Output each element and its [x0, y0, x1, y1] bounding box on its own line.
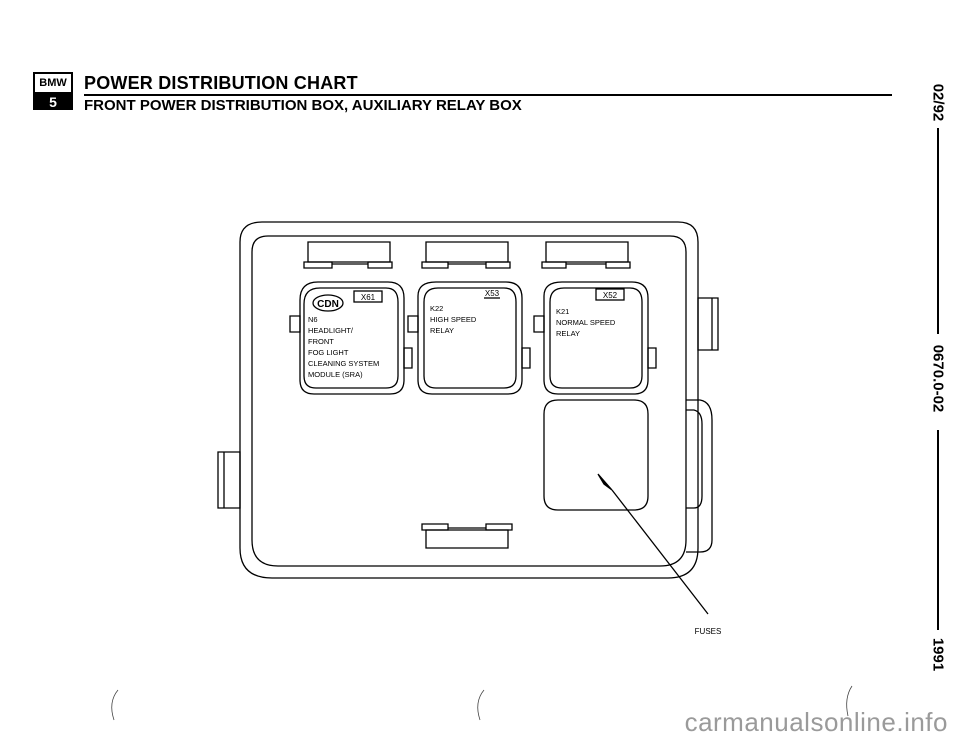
connector-x52-label: X52 [603, 291, 618, 300]
bottom-latch [421, 523, 513, 549]
scan-mark [477, 689, 485, 721]
left-socket-line-4: FOG LIGHT [308, 348, 349, 357]
top-latch-left [303, 241, 393, 269]
scan-mark [111, 689, 119, 721]
socket-left [289, 281, 413, 395]
fuse-block [543, 399, 649, 511]
scan-mark [846, 685, 853, 717]
middle-socket-line-3: RELAY [430, 326, 454, 335]
left-socket-line-2: HEADLIGHT/ [308, 326, 354, 335]
left-side-tab [217, 451, 241, 509]
connector-x61-box [353, 290, 383, 303]
logo-bmw-text: BMW [35, 74, 71, 94]
left-socket-line-3: FRONT [308, 337, 334, 346]
connector-x61-label: X61 [361, 293, 376, 302]
middle-socket-line-2: HIGH SPEED [430, 315, 477, 324]
left-socket-line-1: N6 [308, 315, 318, 324]
logo-series-number: 5 [35, 94, 71, 110]
right-socket-line-2: NORMAL SPEED [556, 318, 616, 327]
connector-x53-label: X53 [485, 289, 500, 298]
socket-middle [407, 281, 531, 395]
top-latch-right [541, 241, 631, 269]
watermark: carmanualsonline.info [684, 707, 948, 737]
middle-socket-line-1: K22 [430, 304, 443, 313]
connector-x52-box [595, 288, 625, 301]
cdn-badge-text: CDN [317, 299, 339, 310]
side-rule-top [937, 128, 939, 334]
page-subtitle: FRONT POWER DISTRIBUTION BOX, AUXILIARY … [84, 97, 522, 114]
right-side-tab [697, 297, 719, 351]
socket-right [533, 281, 657, 395]
housing-outer-outline [239, 221, 699, 579]
bmw-5-series-logo: BMW 5 [33, 72, 73, 110]
left-socket-line-6: MODULE (SRA) [308, 370, 363, 379]
fuses-leader-line [611, 489, 709, 615]
cdn-badge-outline [312, 294, 344, 312]
side-rule-bottom [937, 430, 939, 630]
header-rule [84, 94, 892, 96]
right-rail [686, 399, 713, 553]
page-title: POWER DISTRIBUTION CHART [84, 73, 358, 93]
top-latch-middle [421, 241, 511, 269]
fuses-label: FUSES [695, 627, 722, 636]
housing-inner-outline [251, 235, 687, 567]
right-socket-line-1: K21 [556, 307, 569, 316]
fuses-arrowhead [597, 473, 613, 491]
left-socket-line-5: CLEANING SYSTEM [308, 359, 379, 368]
right-socket-line-3: RELAY [556, 329, 580, 338]
